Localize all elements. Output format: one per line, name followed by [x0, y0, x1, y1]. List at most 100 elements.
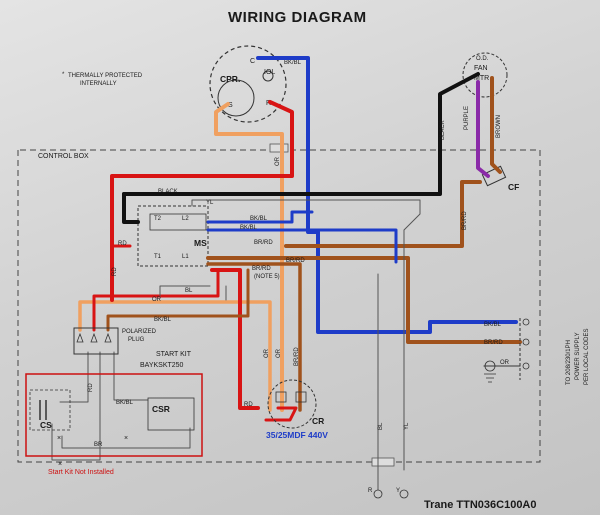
contactor-coil — [149, 213, 207, 231]
wire-red-coil — [110, 244, 132, 302]
contactor-l1: L1 — [182, 254, 189, 260]
label-or-top: OR — [275, 156, 281, 166]
supply-label-or: OR — [500, 360, 510, 366]
wire-red-r — [110, 100, 294, 302]
polarized-plug: POLARIZED PLUG — [73, 327, 157, 355]
plug-body — [73, 327, 119, 355]
thermal-asterisk: * — [62, 72, 65, 78]
terminal-r-bottom — [373, 489, 383, 499]
wire-blue-branch — [206, 228, 398, 264]
label-black: BLACK — [158, 189, 178, 195]
overload-switch — [262, 70, 274, 82]
label-bl-vertical: BL — [378, 422, 384, 430]
run-capacitor-label: CR — [312, 416, 324, 426]
supply-terminal-3 — [522, 362, 530, 370]
label-black-vertical: BLACK — [440, 120, 446, 140]
fan-capacitor-label: CF — [508, 182, 519, 192]
label-br-start: BR — [94, 442, 103, 448]
start-kit-label-1: START KIT — [156, 351, 192, 358]
compressor-motor — [217, 79, 255, 117]
terminal-r: R — [266, 100, 271, 107]
wire-red-cr — [210, 268, 260, 410]
label-br-rd-2: BR/RD — [286, 258, 305, 264]
thermostat-terminals: R Y — [368, 488, 409, 499]
fan-motor: O.D. FAN MTR PURPLE BROWN — [462, 52, 508, 138]
control-box-border — [17, 149, 541, 463]
start-capacitor-symbol — [39, 400, 47, 420]
wire-brown-plug — [106, 268, 250, 332]
compressor-housing — [209, 45, 287, 123]
wire-br-rd-cr — [206, 262, 302, 412]
label-or-vertical-2: OR — [276, 348, 282, 358]
power-supply: BK/BL BR/RD OR TO 208/230/1PH POWER SUPP… — [484, 318, 590, 385]
compressor-label: CPR. — [220, 74, 240, 84]
model-caption: Trane TTN036C100A0 — [424, 499, 537, 511]
fan-capacitor: CF — [481, 165, 519, 192]
thermal-note-line2: INTERNALLY — [80, 81, 117, 87]
contactor: MS T2 T1 L2 L1 — [137, 205, 209, 267]
wire-br-start — [61, 427, 191, 449]
run-capacitor-c — [275, 391, 287, 403]
label-br-rd-3: BR/RD — [252, 266, 271, 272]
plug-pins — [76, 332, 112, 343]
ground-lines — [484, 373, 496, 383]
contactor-t2: T2 — [154, 216, 162, 222]
thermal-note-line1: THERMALLY PROTECTED — [68, 73, 143, 79]
wire-orange-plug — [78, 300, 272, 412]
bushing-top — [269, 143, 289, 153]
fan-label-od: O.D. — [476, 56, 489, 62]
plug-label-1: POLARIZED — [122, 329, 157, 335]
control-box-label: CONTROL BOX — [38, 153, 89, 160]
fan-capacitor-body — [481, 165, 507, 187]
annotation-not-installed: Start Kit Not Installed — [48, 469, 114, 476]
contactor-label: MS — [194, 238, 207, 248]
x-mark-2: × — [124, 435, 128, 442]
wire-plug-start — [51, 351, 101, 461]
run-capacitor-rating: 35/25MDF 440V — [266, 430, 328, 440]
label-bk-bl-2: BK/BL — [240, 225, 258, 231]
wire-brown-capacitor — [284, 180, 482, 248]
supply-terminal-1 — [522, 318, 530, 326]
label-rd: RD — [118, 241, 127, 247]
terminal-y-label: Y — [396, 488, 400, 494]
terminal-r-label: R — [368, 488, 373, 494]
label-yl: YL — [206, 200, 214, 206]
bushing-bottom — [371, 457, 395, 467]
x-mark-3: × — [58, 461, 62, 468]
label-rd-2: RD — [112, 267, 118, 276]
wire-rd-start — [59, 351, 89, 403]
label-or-vertical: OR — [264, 348, 270, 358]
label-rd-start: RD — [88, 383, 94, 392]
supply-note-2: POWER SUPPLY — [575, 332, 581, 380]
terminal-y-bottom — [399, 489, 409, 499]
start-capacitor-label: CS — [40, 420, 52, 430]
start-relay-label: CSR — [152, 404, 170, 414]
ground-symbol — [484, 360, 496, 372]
wire-brown-fan — [490, 76, 502, 174]
supply-label-bk-bl: BK/BL — [484, 322, 502, 328]
wire-orange-s — [214, 102, 284, 162]
start-kit: START KIT BAYKSKT250 CS CSR × × × — [25, 351, 203, 468]
wire-yl-thin — [191, 199, 421, 471]
plug-label-2: PLUG — [128, 337, 145, 343]
fan-label-fan: FAN — [474, 65, 488, 72]
wire-br-rd-supply — [206, 256, 522, 344]
run-capacitor-outline — [267, 379, 317, 429]
contactor-t1: T1 — [154, 254, 162, 260]
wire-bl-thin — [159, 285, 211, 297]
overload-label: IOL — [264, 69, 275, 76]
contactor-outline — [137, 205, 209, 267]
label-br-rd-vertical: BR/RD — [294, 347, 300, 366]
wire-black-fan — [122, 72, 480, 196]
label-note5: (NOTE 5) — [254, 274, 280, 280]
start-relay-outline — [147, 397, 195, 431]
label-br-rd-1: BR/RD — [254, 240, 273, 246]
compressor-wire-label: BK/BL — [284, 60, 302, 66]
label-or: OR — [152, 297, 162, 303]
label-rd-cr: RD — [244, 402, 253, 408]
label-bk-bl-3: BK/BL — [154, 317, 172, 323]
start-capacitor-outline — [29, 389, 71, 431]
fan-motor-housing — [462, 52, 508, 98]
